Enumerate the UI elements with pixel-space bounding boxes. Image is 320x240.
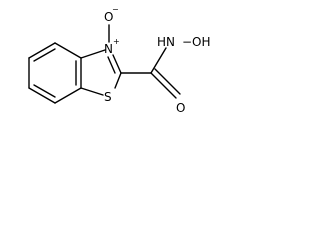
bond — [28, 87, 56, 104]
sulfur-label: S — [104, 90, 112, 104]
bond — [54, 87, 82, 104]
double-bond-inner — [33, 48, 56, 62]
bond — [114, 72, 122, 89]
hydroxamic-acid-group — [120, 47, 181, 99]
bond — [80, 49, 106, 59]
benzene-ring — [28, 42, 82, 104]
bond — [28, 42, 56, 59]
double-bond-inner — [33, 84, 56, 98]
oxide-charge-label: − — [112, 5, 119, 14]
thiazole-ring — [80, 49, 122, 96]
double-bond-inner — [107, 56, 116, 74]
bond — [112, 54, 122, 74]
hydroxyl-label: OH — [192, 35, 210, 49]
oxide-oxygen-label: O — [104, 10, 113, 24]
bond — [80, 87, 104, 96]
carbonyl-bond — [154, 68, 181, 95]
carbonyl-bond — [150, 72, 177, 99]
chemical-structure: O − N + S O HN − OH — [28, 5, 210, 115]
carbonyl-oxygen-label: O — [176, 101, 185, 115]
amide-nh-label: HN — [157, 35, 175, 49]
bond — [54, 42, 82, 59]
bond — [150, 47, 167, 74]
nitrogen-charge-label: + — [113, 37, 120, 46]
nitrogen-label: N — [104, 42, 113, 56]
hydroxyl-bond-label: − — [182, 35, 192, 49]
